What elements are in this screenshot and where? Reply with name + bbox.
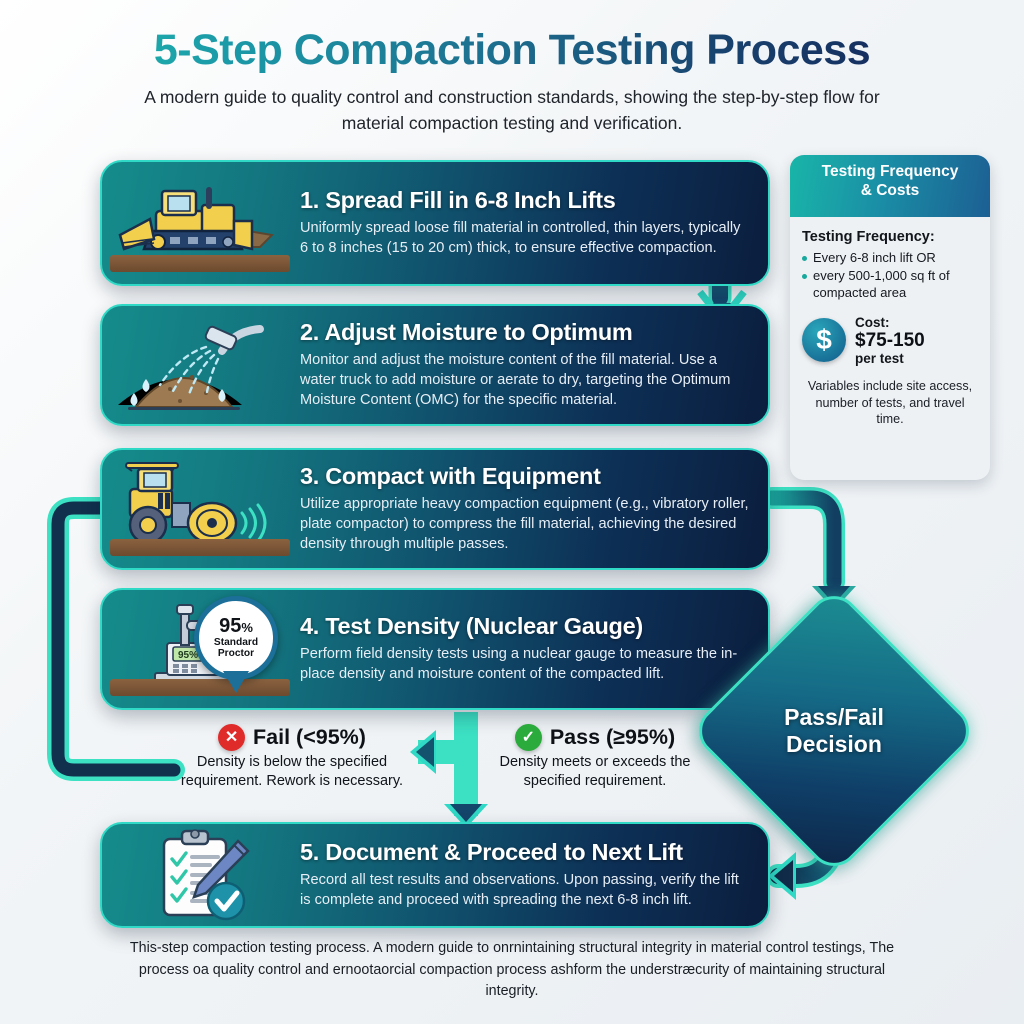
cost-row: $ Cost: $75-150 per test [802,315,978,366]
step-title: 2. Adjust Moisture to Optimum [300,319,633,346]
step-title: 3. Compact with Equipment [300,463,601,490]
bullet-dot [802,256,807,261]
step-card-5[interactable]: 5. Document & Proceed to Next Lift Recor… [100,822,770,928]
pass-head: ✓ Pass (≥95%) [476,724,714,751]
cost-per-unit: per test [855,351,904,367]
testing-frequency-costs-panel[interactable]: Testing Frequency & Costs Testing Freque… [790,155,990,480]
proctor-badge: 95% Standard Proctor [194,596,278,680]
pass-check-icon: ✓ [514,724,542,751]
panel-body: Testing Frequency: Every 6-8 inch lift O… [790,217,990,428]
frequency-item-text: Every 6-8 inch lift OR [813,250,936,265]
fail-head: ✕ Fail (<95%) [168,724,416,751]
fail-x-icon: ✕ [218,724,246,751]
step-description: Perform field density tests using a nucl… [300,646,738,682]
panel-title-line1: Testing Frequency [821,163,959,180]
decision-line-1: Pass/Fail [784,703,884,730]
page-subtitle: A modern guide to quality control and co… [144,87,880,134]
page-title: 5-Step Compaction Testing Process [0,26,1024,74]
step-card-3[interactable]: 3. Compact with Equipment Utilize approp… [100,448,770,570]
cost-label: Cost: [855,314,890,330]
frequency-item-text: every 500-1,000 sq ft of compacted area [813,267,950,300]
pass-fail-decision-node[interactable]: Pass/Fail Decision [688,585,980,877]
step-title: 5. Document & Proceed to Next Lift [300,839,683,866]
decision-line-2: Decision [786,731,882,757]
footer-text: This-step compaction testing process. A … [129,940,895,1000]
outcome-fail[interactable]: ✕ Fail (<95%) Density is below the speci… [168,724,416,791]
step-description: Uniformly spread loose fill material in … [300,220,741,256]
panel-title-line2: & Costs [860,181,920,199]
bulldozer-icon [102,162,298,284]
outcome-pass[interactable]: ✓ Pass (≥95%) Density meets or exceeds t… [476,724,714,791]
step-description: Monitor and adjust the moisture content … [300,352,731,408]
step-description: Record all test results and observations… [300,872,739,908]
panel-note: Variables include site access, number of… [807,379,973,427]
badge-value: 95 [219,615,242,638]
badge-unit: % [241,620,253,636]
frequency-item: every 500-1,000 sq ft of compacted area [802,268,978,302]
dollar-coin-icon: $ [802,318,846,363]
clipboard-check-icon [102,824,298,926]
badge-label: Standard Proctor [213,637,259,659]
step-title: 4. Test Density (Nuclear Gauge) [300,613,643,640]
pass-title: Pass (≥95%) [549,725,676,749]
fail-title: Fail (<95%) [253,725,366,749]
cost-amount: $75-150 [855,329,925,351]
connector-step4-outcomes [410,712,488,828]
cost-text: Cost: $75-150 per test [855,315,925,366]
vibratory-roller-icon [102,450,298,568]
step-card-1[interactable]: 1. Spread Fill in 6-8 Inch Lifts Uniform… [100,160,770,286]
step-card-4[interactable]: 95% 95% Standard Proctor 4. Test Density… [100,588,770,710]
frequency-label: Testing Frequency: [802,229,935,245]
connector-step3-decision [761,487,856,610]
diamond-label: Pass/Fail Decision [731,628,937,834]
step-title: 1. Spread Fill in 6-8 Inch Lifts [300,187,616,214]
panel-header: Testing Frequency & Costs [790,155,990,217]
water-hose-soil-icon [102,306,298,424]
frequency-item: Every 6-8 inch lift OR [802,250,978,267]
fail-description: Density is below the specified requireme… [180,754,404,789]
nuclear-gauge-icon: 95% 95% Standard Proctor [102,590,298,708]
bullet-dot [802,273,807,279]
pass-description: Density meets or exceeds the specified r… [499,754,691,789]
header: 5-Step Compaction Testing Process A mode… [0,26,1024,137]
step-description: Utilize appropriate heavy compaction equ… [300,496,749,552]
step-card-2[interactable]: 2. Adjust Moisture to Optimum Monitor an… [100,304,770,426]
gauge-readout: 95% [178,650,198,661]
